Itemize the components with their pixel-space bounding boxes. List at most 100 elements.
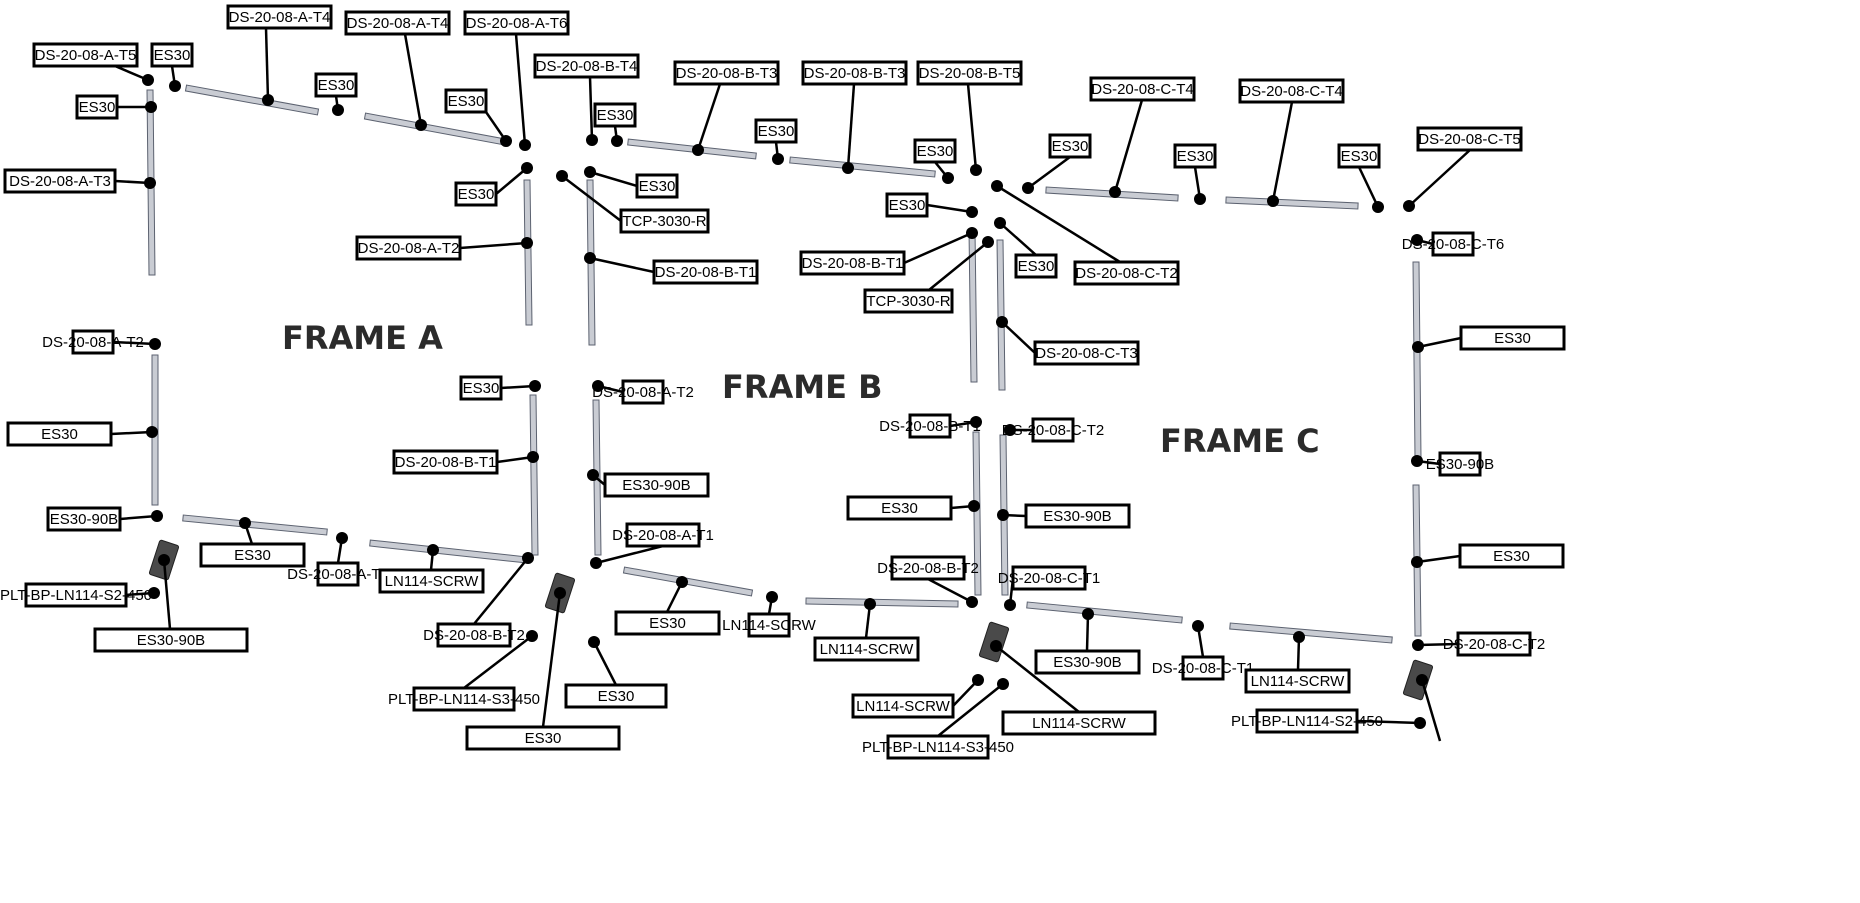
part-label-text: LN114-SCRW: [722, 617, 816, 634]
part-label: ES30: [1014, 253, 1058, 279]
part-label: ES30-90B: [603, 472, 710, 498]
part-label-box: [1416, 126, 1523, 152]
connection-point: [1192, 620, 1204, 632]
part-label-box: [851, 693, 955, 719]
part-label: LN114-SCRW: [1244, 668, 1351, 694]
part-label-box: [890, 555, 966, 581]
part-label-text: ES30: [881, 500, 918, 517]
connection-point: [145, 101, 157, 113]
leader-line: [1085, 613, 1090, 652]
part-label: ES30: [635, 173, 679, 199]
connection-point: [592, 380, 604, 392]
part-label-text: DS-20-08-B-T4: [536, 58, 638, 75]
part-label: ES30: [1459, 325, 1566, 351]
part-label-box: [885, 192, 929, 218]
part-label: ES30: [614, 610, 721, 636]
part-label-box: [46, 506, 122, 532]
tube-member: [622, 566, 754, 597]
leader-line: [1408, 149, 1471, 207]
part-label-box: [747, 612, 791, 638]
leader-line: [928, 241, 989, 291]
part-label: ES30-90B: [1426, 451, 1494, 477]
part-label-box: [355, 235, 462, 261]
part-label-box: [32, 42, 139, 68]
connection-point: [590, 557, 602, 569]
part-label-text: ES30: [41, 426, 78, 443]
part-label-box: [1244, 668, 1351, 694]
part-label-text: PLT-BP-LN114-S2-450: [1231, 713, 1383, 730]
part-label-box: [1031, 417, 1075, 443]
part-label-box: [150, 42, 194, 68]
leader-line: [1001, 321, 1036, 354]
part-label-box: [1181, 655, 1225, 681]
part-label: DS-20-08-A-T5: [32, 42, 139, 68]
frame-c-title: FRAME C: [1160, 422, 1320, 460]
leader-line: [495, 167, 528, 195]
part-label-box: [412, 686, 516, 712]
part-label: TCP-3030-R: [863, 288, 954, 314]
leader-line: [403, 33, 423, 126]
part-label-text: DS-20-08-B-T1: [395, 454, 497, 471]
part-label-box: [621, 379, 665, 405]
part-label-text: LN114-SCRW: [820, 641, 914, 658]
part-label: DS-20-08-B-T1: [799, 250, 906, 276]
part-label: LN114-SCRW: [851, 693, 955, 719]
connection-point: [1414, 717, 1426, 729]
tube-member: [1225, 196, 1359, 210]
connection-point: [611, 135, 623, 147]
connection-point: [1372, 201, 1384, 213]
part-label-box: [1255, 708, 1359, 734]
frame-a-title: FRAME A: [282, 319, 443, 357]
leader-line: [162, 559, 172, 630]
connection-point: [144, 177, 156, 189]
part-label: DS-20-08-B-T3: [801, 60, 908, 86]
part-label-text: DS-20-08-A-T6: [466, 15, 568, 32]
part-label-box: [863, 288, 954, 314]
part-label-text: LN114-SCRW: [385, 573, 479, 590]
leader-line: [112, 340, 156, 346]
part-label: DS-20-08-A-T4: [226, 4, 333, 30]
part-label-box: [614, 610, 721, 636]
part-label-text: PLT-BP-LN114-S3-450: [862, 739, 1014, 756]
connection-point: [158, 554, 170, 566]
leader-line: [473, 557, 529, 625]
connection-point: [1411, 455, 1423, 467]
part-label-text: ES30-90B: [1043, 508, 1111, 525]
leader-line: [1416, 554, 1461, 564]
leader-line: [1357, 166, 1380, 208]
connection-point: [149, 338, 161, 350]
part-label: ES30: [459, 375, 503, 401]
part-label-box: [1034, 649, 1141, 675]
leader-line: [1417, 642, 1459, 647]
part-label: LN114-SCRW: [1001, 710, 1157, 736]
part-label-text: ES30: [639, 178, 676, 195]
part-label-text: DS-20-08-A-T1: [287, 566, 389, 583]
part-label-text: DS-20-08-B-T2: [877, 560, 979, 577]
connection-point: [966, 206, 978, 218]
tube-member: [627, 138, 757, 160]
connection-point: [332, 104, 344, 116]
part-label: DS-20-08-A-T2: [355, 235, 462, 261]
frame-b-title: FRAME B: [722, 368, 883, 406]
part-label: ES30: [75, 94, 119, 120]
part-label-box: [1438, 451, 1482, 477]
part-label: DS-20-08-B-T2: [423, 622, 525, 648]
part-label: DS-20-08-A-T3: [3, 168, 117, 194]
part-label: ES30-90B: [1034, 649, 1141, 675]
part-label-box: [436, 622, 512, 648]
part-label-text: DS-20-08-C-T2: [1075, 265, 1178, 282]
part-label-text: ES30: [1494, 330, 1531, 347]
leader-line: [903, 231, 973, 265]
connection-point: [1403, 200, 1415, 212]
part-label-box: [392, 449, 499, 475]
connection-point: [1004, 599, 1016, 611]
part-label-text: DS-20-08-A-T1: [612, 527, 714, 544]
connection-point: [146, 426, 158, 438]
connection-point: [586, 134, 598, 146]
part-label-box: [71, 329, 115, 355]
tube-member: [184, 84, 320, 116]
part-label-box: [344, 10, 451, 36]
part-label: ES30: [1173, 143, 1217, 169]
part-label-text: DS-20-08-A-T4: [229, 9, 331, 26]
